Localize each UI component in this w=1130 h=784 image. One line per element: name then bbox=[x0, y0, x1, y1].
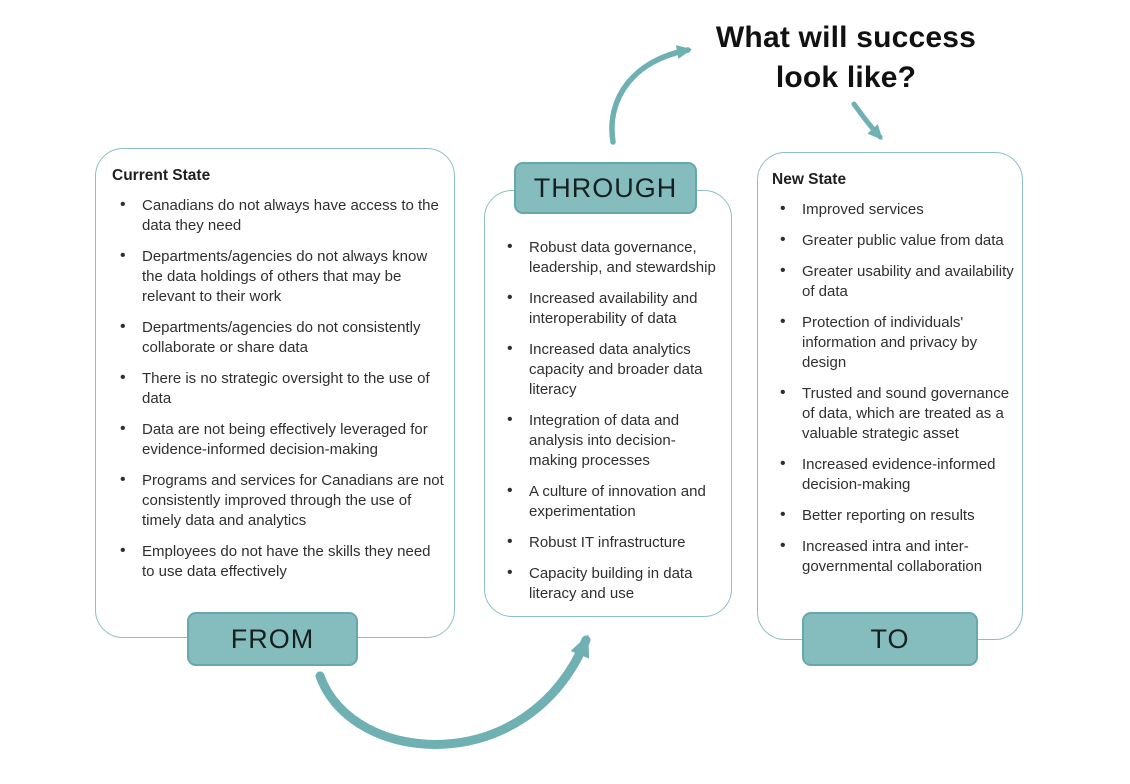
list-item: Canadians do not always have access to t… bbox=[110, 195, 444, 236]
list-item: Greater usability and availability of da… bbox=[770, 261, 1014, 302]
list-item: Departments/agencies do not consistently… bbox=[110, 317, 444, 358]
list-item: Increased data analytics capacity and br… bbox=[497, 339, 723, 400]
list-item: Capacity building in data literacy and u… bbox=[497, 563, 723, 604]
list-item: Departments/agencies do not always know … bbox=[110, 246, 444, 307]
list-item: Better reporting on results bbox=[770, 505, 1014, 526]
list-item: Protection of individuals' information a… bbox=[770, 312, 1014, 373]
list-item: Employees do not have the skills they ne… bbox=[110, 541, 444, 582]
list-item: Greater public value from data bbox=[770, 230, 1014, 251]
through-box: Robust data governance, leadership, and … bbox=[484, 190, 732, 617]
list-item: Increased intra and inter-governmental c… bbox=[770, 536, 1014, 577]
new-state-header: New State bbox=[772, 171, 847, 188]
new-state-list: Improved services Greater public value f… bbox=[770, 199, 1014, 577]
title-to-new-state-arrow-icon bbox=[851, 101, 883, 140]
through-list: Robust data governance, leadership, and … bbox=[497, 237, 723, 604]
list-item: Robust IT infrastructure bbox=[497, 532, 723, 553]
from-label: FROM bbox=[187, 612, 358, 666]
new-state-box: New State Improved services Greater publ… bbox=[757, 152, 1023, 640]
list-item: Improved services bbox=[770, 199, 1014, 220]
current-state-box: Current State Canadians do not always ha… bbox=[95, 148, 455, 638]
list-item: Integration of data and analysis into de… bbox=[497, 410, 723, 471]
list-item: Robust data governance, leadership, and … bbox=[497, 237, 723, 278]
to-label: TO bbox=[802, 612, 978, 666]
through-to-title-arrow-icon bbox=[609, 45, 692, 145]
from-to-through-arrow-icon bbox=[315, 634, 591, 749]
diagram-title: What will success look like? bbox=[715, 21, 977, 94]
through-label: THROUGH bbox=[514, 162, 697, 214]
current-state-list: Canadians do not always have access to t… bbox=[110, 195, 444, 582]
list-item: Trusted and sound governance of data, wh… bbox=[770, 383, 1014, 444]
list-item: Increased availability and interoperabil… bbox=[497, 288, 723, 329]
list-item: A culture of innovation and experimentat… bbox=[497, 481, 723, 522]
list-item: Programs and services for Canadians are … bbox=[110, 470, 444, 531]
current-state-header: Current State bbox=[112, 167, 211, 184]
list-item: Increased evidence-informed decision-mak… bbox=[770, 454, 1014, 495]
list-item: There is no strategic oversight to the u… bbox=[110, 368, 444, 409]
list-item: Data are not being effectively leveraged… bbox=[110, 419, 444, 460]
